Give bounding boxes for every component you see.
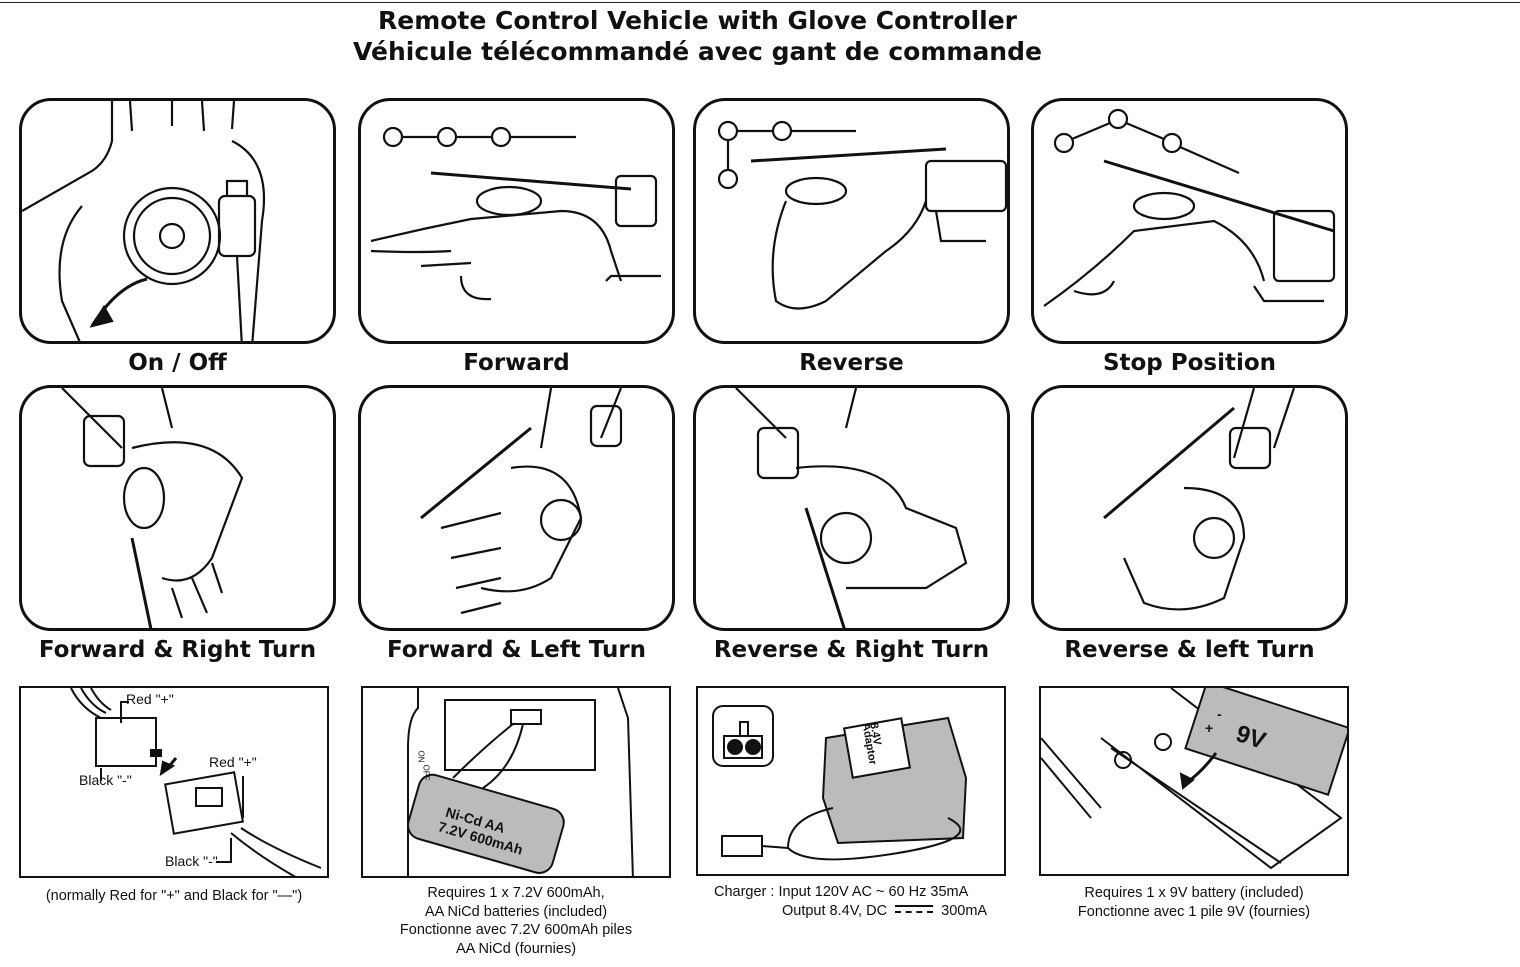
panel-forward — [358, 98, 675, 344]
title-french: Véhicule télécommandé avec gant de comma… — [353, 37, 1042, 66]
red-plus-label-bottom: Red "+" — [209, 754, 257, 770]
battery-pack-caption-line: Fonctionne avec 7.2V 600mAh piles — [399, 922, 633, 938]
black-minus-label-bottom: Black "-" — [165, 853, 218, 869]
battery-pack-caption: Requires 1 x 7.2V 600mAh, AA NiCd batter… — [361, 884, 671, 958]
charger-output-line: Output 8.4V, DC 300mA — [696, 902, 1006, 921]
gesture-label-forward: Forward — [463, 350, 570, 376]
gesture-label-forward-right-turn: Forward & Right Turn — [38, 637, 317, 663]
battery-9v-box: 9V - + — [1039, 686, 1349, 876]
battery-9v-caption-line: Requires 1 x 9V battery (included) — [1084, 885, 1304, 901]
dc-symbol-icon — [895, 904, 934, 917]
battery-pack-illustration — [407, 688, 634, 876]
panel-forward-right-turn — [19, 385, 336, 631]
panel-stop-position — [1031, 98, 1348, 344]
battery-9v-illustration — [1041, 688, 1347, 870]
gesture-label-stop-position: Stop Position — [1102, 350, 1277, 376]
gesture-label-reverse-right-turn: Reverse & Right Turn — [713, 637, 990, 663]
battery-pack-box: Ni-Cd AA 7.2V 600mAh ON OFF — [361, 686, 671, 878]
charger-output-voltage: Output 8.4V, DC — [782, 902, 888, 919]
switch-on-label: ON — [416, 750, 426, 763]
black-minus-label-top: Black "-" — [79, 772, 132, 788]
battery-pack-caption-line: Requires 1 x 7.2V 600mAh, — [427, 885, 605, 901]
charger-output-current: 300mA — [941, 902, 988, 919]
battery-9v-plus: + — [1205, 720, 1214, 736]
battery-pack-caption-line: AA NiCd batteries (included) — [424, 903, 608, 920]
reverse-right-turn-hand-illustration — [735, 388, 968, 628]
charger-box: 8.4V Adaptor — [696, 686, 1006, 876]
battery-9v-minus: - — [1217, 706, 1222, 722]
battery-9v-caption-line: Fonctionne avec 1 pile 9V (fournies) — [1077, 903, 1311, 920]
red-plus-label-top: Red "+" — [126, 691, 174, 707]
reverse-left-turn-hand-illustration — [1103, 388, 1296, 611]
top-rule — [0, 2, 1520, 3]
connector-caption: (normally Red for "+" and Black for "—") — [45, 888, 303, 904]
battery-9v-caption: Requires 1 x 9V battery (included) Fonct… — [1039, 884, 1349, 921]
gesture-label-forward-left-turn: Forward & Left Turn — [386, 637, 647, 663]
switch-off-label: OFF — [421, 764, 431, 781]
panel-on-off — [19, 98, 336, 344]
forward-right-turn-hand-illustration — [61, 388, 244, 628]
panel-forward-left-turn — [358, 385, 675, 631]
panel-reverse-left-turn — [1031, 385, 1348, 631]
gesture-label-reverse-left-turn: Reverse & left Turn — [1064, 637, 1315, 663]
title-english: Remote Control Vehicle with Glove Contro… — [378, 6, 1017, 35]
forward-hand-illustration — [370, 126, 661, 301]
on-off-glove-illustration — [22, 101, 266, 341]
stop-position-hand-illustration — [1043, 108, 1336, 307]
connector-diagram-box: Red "+" Black "-" Red "+" Black "-" — [19, 686, 329, 878]
panel-reverse — [693, 98, 1010, 344]
charger-input-line: Charger : Input 120V AC ~ 60 Hz 35mA — [714, 884, 969, 900]
connector-diagram-illustration — [70, 688, 322, 876]
gesture-label-reverse: Reverse — [799, 350, 904, 376]
charger-illustration — [712, 705, 968, 861]
reverse-hand-illustration — [717, 120, 1007, 310]
charger-caption: Charger : Input 120V AC ~ 60 Hz 35mA Out… — [696, 883, 1006, 920]
battery-pack-caption-line: AA NiCd (fournies) — [455, 940, 577, 957]
forward-left-turn-hand-illustration — [420, 388, 623, 615]
panel-reverse-right-turn — [693, 385, 1010, 631]
gesture-label-on-off: On / Off — [128, 350, 227, 376]
